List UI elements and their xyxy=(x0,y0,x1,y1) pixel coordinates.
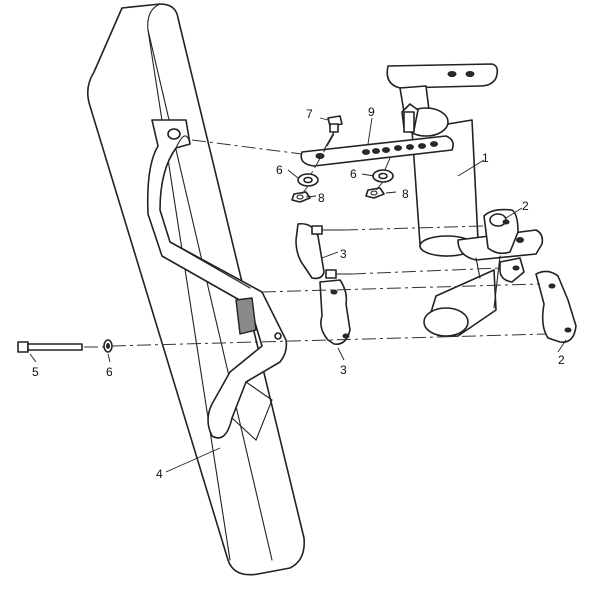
part-5-bolt xyxy=(17,341,83,353)
callout-6-right: 6 xyxy=(350,167,357,181)
callout-4: 4 xyxy=(156,467,163,481)
callout-7: 7 xyxy=(306,107,313,121)
part-6-washer-lower xyxy=(103,339,113,353)
part-4-plate xyxy=(86,3,306,576)
part-7-bolt xyxy=(323,115,343,151)
plate-bracket xyxy=(146,119,288,441)
part-3-clamp-upper xyxy=(295,222,345,280)
part-3-clamp-lower xyxy=(319,269,353,346)
callout-1: 1 xyxy=(482,151,489,165)
callout-6-lower: 6 xyxy=(106,365,113,379)
part-9-strip xyxy=(300,135,454,167)
callout-9: 9 xyxy=(368,105,375,119)
callout-2-lower: 2 xyxy=(558,353,565,367)
part-8-nut-left xyxy=(291,191,311,203)
callout-3-upper: 3 xyxy=(340,247,347,261)
callout-6-left: 6 xyxy=(276,163,283,177)
part-2-clamp-lower xyxy=(535,270,577,343)
strip-holes xyxy=(315,141,438,159)
part-6-washer-left xyxy=(297,173,319,187)
callout-8-right: 8 xyxy=(402,187,409,201)
leader-lines xyxy=(29,117,567,473)
callout-3-lower: 3 xyxy=(340,363,347,377)
part-8-nut-right xyxy=(365,187,385,199)
part-2-clamp-upper xyxy=(483,208,525,283)
callout-labels: 1 2 2 3 3 4 5 6 6 6 7 8 8 9 xyxy=(32,105,565,481)
callout-5: 5 xyxy=(32,365,39,379)
assembly-axes xyxy=(84,133,547,348)
callout-2-upper: 2 xyxy=(522,199,529,213)
part-1-frame xyxy=(386,63,544,338)
part-6-washer-right xyxy=(372,169,394,183)
callout-8-left: 8 xyxy=(318,191,325,205)
